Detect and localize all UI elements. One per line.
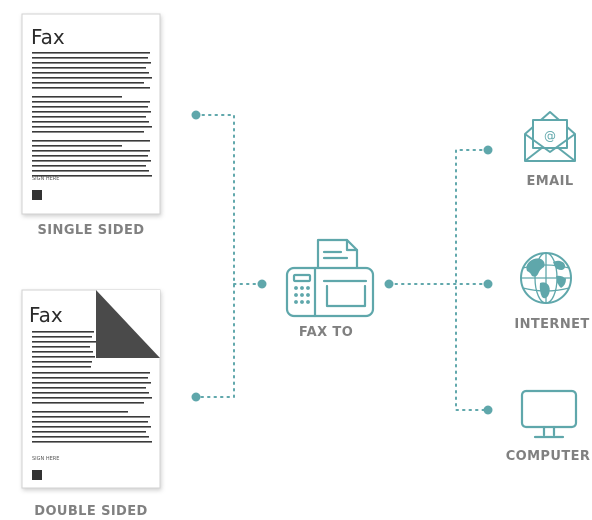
document-text-line	[32, 72, 149, 74]
document-text-lines	[32, 52, 152, 177]
document-text-line	[32, 150, 150, 152]
document-text-line	[32, 145, 122, 147]
page-fold-icon	[96, 290, 160, 358]
document-text-line	[32, 351, 93, 353]
document-text-line	[32, 140, 150, 142]
document-text-line	[32, 356, 95, 358]
document-text-line	[32, 165, 146, 167]
document-logo-icon	[32, 470, 42, 480]
document-title: Fax	[31, 25, 65, 49]
document-text-line	[32, 377, 148, 379]
document-text-line	[32, 392, 149, 394]
document-text-line	[32, 441, 152, 443]
single-sided-label: SINGLE SIDED	[38, 223, 145, 238]
output-bracket-line	[455, 149, 489, 411]
document-text-line	[32, 155, 148, 157]
document-text-line	[32, 431, 146, 433]
document-text-line	[32, 336, 92, 338]
document-text-line	[32, 402, 144, 404]
document-text-line	[32, 77, 152, 79]
document-text-line	[32, 131, 144, 133]
document-text-line	[32, 87, 150, 89]
document-text-line	[32, 52, 150, 54]
document-text-line	[32, 170, 149, 172]
monitor-icon	[520, 389, 578, 439]
connector-dot	[483, 145, 493, 155]
envelope-icon: @	[524, 111, 576, 162]
document-text-line	[32, 82, 144, 84]
document-text-line	[32, 341, 96, 343]
document-signature: SIGN HERE	[32, 456, 59, 462]
document-text-line	[32, 366, 91, 368]
document-text-line	[32, 101, 150, 103]
input-bracket-line	[195, 114, 235, 398]
document-text-line	[32, 387, 146, 389]
globe-icon	[520, 252, 572, 304]
computer-label: COMPUTER	[506, 449, 591, 464]
document-text-line	[32, 421, 148, 423]
connector-dot	[191, 110, 201, 120]
connector-dot	[483, 279, 493, 289]
document-text-line	[32, 331, 94, 333]
document-text-line	[32, 116, 146, 118]
document-text-line	[32, 126, 152, 128]
document-text-line	[32, 57, 148, 59]
document-text-line	[32, 372, 150, 374]
document-signature: SIGN HERE	[32, 176, 59, 182]
document-text-line	[32, 416, 150, 418]
document-text-line	[32, 361, 92, 363]
document-text-line	[32, 346, 90, 348]
document-logo-icon	[32, 190, 42, 200]
document-page	[21, 13, 161, 215]
document-title: Fax	[29, 303, 63, 327]
document-text-line	[32, 175, 152, 177]
connector-dots	[191, 110, 493, 415]
document-text-line	[32, 121, 149, 123]
double-sided-document: Fax SIGN HERE	[21, 289, 161, 489]
connector-dot	[257, 279, 267, 289]
document-text-line	[32, 96, 122, 98]
fax-to-label: FAX TO	[299, 325, 353, 340]
document-text-line	[32, 106, 148, 108]
double-sided-label: DOUBLE SIDED	[34, 504, 147, 519]
document-text-line	[32, 111, 151, 113]
connector-dot	[191, 392, 201, 402]
document-text-line	[32, 397, 152, 399]
document-text-line	[32, 67, 146, 69]
email-label: EMAIL	[527, 174, 574, 189]
connector-dot	[483, 405, 493, 415]
connector-dot	[384, 279, 394, 289]
fax-machine-icon	[285, 238, 375, 318]
document-text-line	[32, 411, 128, 413]
connector-lines	[195, 114, 489, 411]
document-text-line	[32, 160, 151, 162]
svg-text:@: @	[544, 129, 556, 143]
document-text-line	[32, 436, 149, 438]
document-text-line	[32, 426, 151, 428]
document-text-line	[32, 382, 151, 384]
single-sided-document: Fax SIGN HERE	[21, 13, 161, 215]
internet-label: INTERNET	[514, 317, 589, 332]
document-text-line	[32, 62, 151, 64]
document-text-lines	[32, 331, 152, 443]
